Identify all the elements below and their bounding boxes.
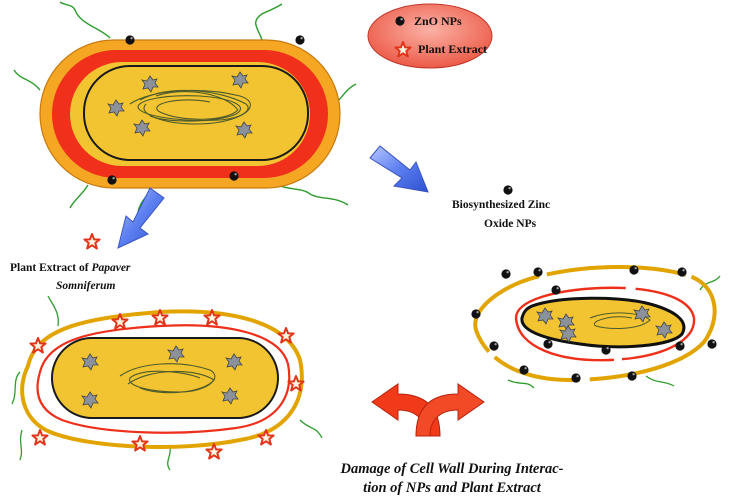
dna-nucleoid-left <box>119 363 216 394</box>
caption: Damage of Cell Wall During Interac- tion… <box>292 460 612 498</box>
nanoparticle-legend-icon <box>395 16 405 26</box>
nanoparticle <box>571 373 581 383</box>
legend-plant-label: Plant Extract <box>418 42 487 56</box>
plant-extract-label-line1: Plant Extract of Papaver <box>10 262 130 274</box>
dna-nucleoid-right <box>589 312 651 329</box>
plant-extract-bacterium <box>11 295 323 471</box>
nanoparticle <box>501 269 511 279</box>
nanoparticle <box>543 339 553 349</box>
nanoparticle-bacterium <box>471 265 721 389</box>
nanoparticle <box>471 309 481 319</box>
arrow-down-right <box>369 145 429 193</box>
nanoparticle <box>489 341 499 351</box>
nanoparticle <box>125 35 135 45</box>
nanoparticle <box>533 267 543 277</box>
nanoparticle <box>629 265 639 275</box>
biosynth-label-line1: Biosynthesized Zinc <box>452 199 551 211</box>
nanoparticle <box>107 175 117 185</box>
plant-extract-prefix: Plant Extract of <box>10 262 92 274</box>
star-plant-extract <box>257 429 275 446</box>
nanoparticle <box>551 285 561 295</box>
healthy-bacterium <box>13 1 357 213</box>
flagella-right <box>507 275 721 389</box>
plant-extract-label-line2: Somniferum <box>56 280 116 292</box>
nanoparticle <box>677 267 687 277</box>
nanoparticle <box>707 339 717 349</box>
plant-extract-genus: Papaver <box>91 262 131 274</box>
nanoparticle <box>229 171 239 181</box>
legend-zno-label: ZnO NPs <box>414 14 462 28</box>
nanoparticle <box>601 345 611 355</box>
nanoparticle <box>675 341 685 351</box>
dna-nucleoid-top <box>129 89 251 125</box>
star-label-icon <box>83 233 101 250</box>
biosynth-label-line2: Oxide NPs <box>484 218 537 230</box>
star-plant-extract <box>31 429 49 446</box>
split-arrow <box>371 383 485 437</box>
star-plant-extract <box>277 327 295 344</box>
legend <box>367 3 493 69</box>
arrow-down-left <box>117 187 165 249</box>
nanoparticle <box>519 365 529 375</box>
nanoparticle <box>295 35 305 45</box>
nanoparticle <box>627 371 637 381</box>
caption-line2: tion of NPs and Plant Extract <box>363 480 541 496</box>
nanoparticle-label-icon <box>503 185 513 195</box>
caption-line1: Damage of Cell Wall During Interac- <box>340 461 564 477</box>
